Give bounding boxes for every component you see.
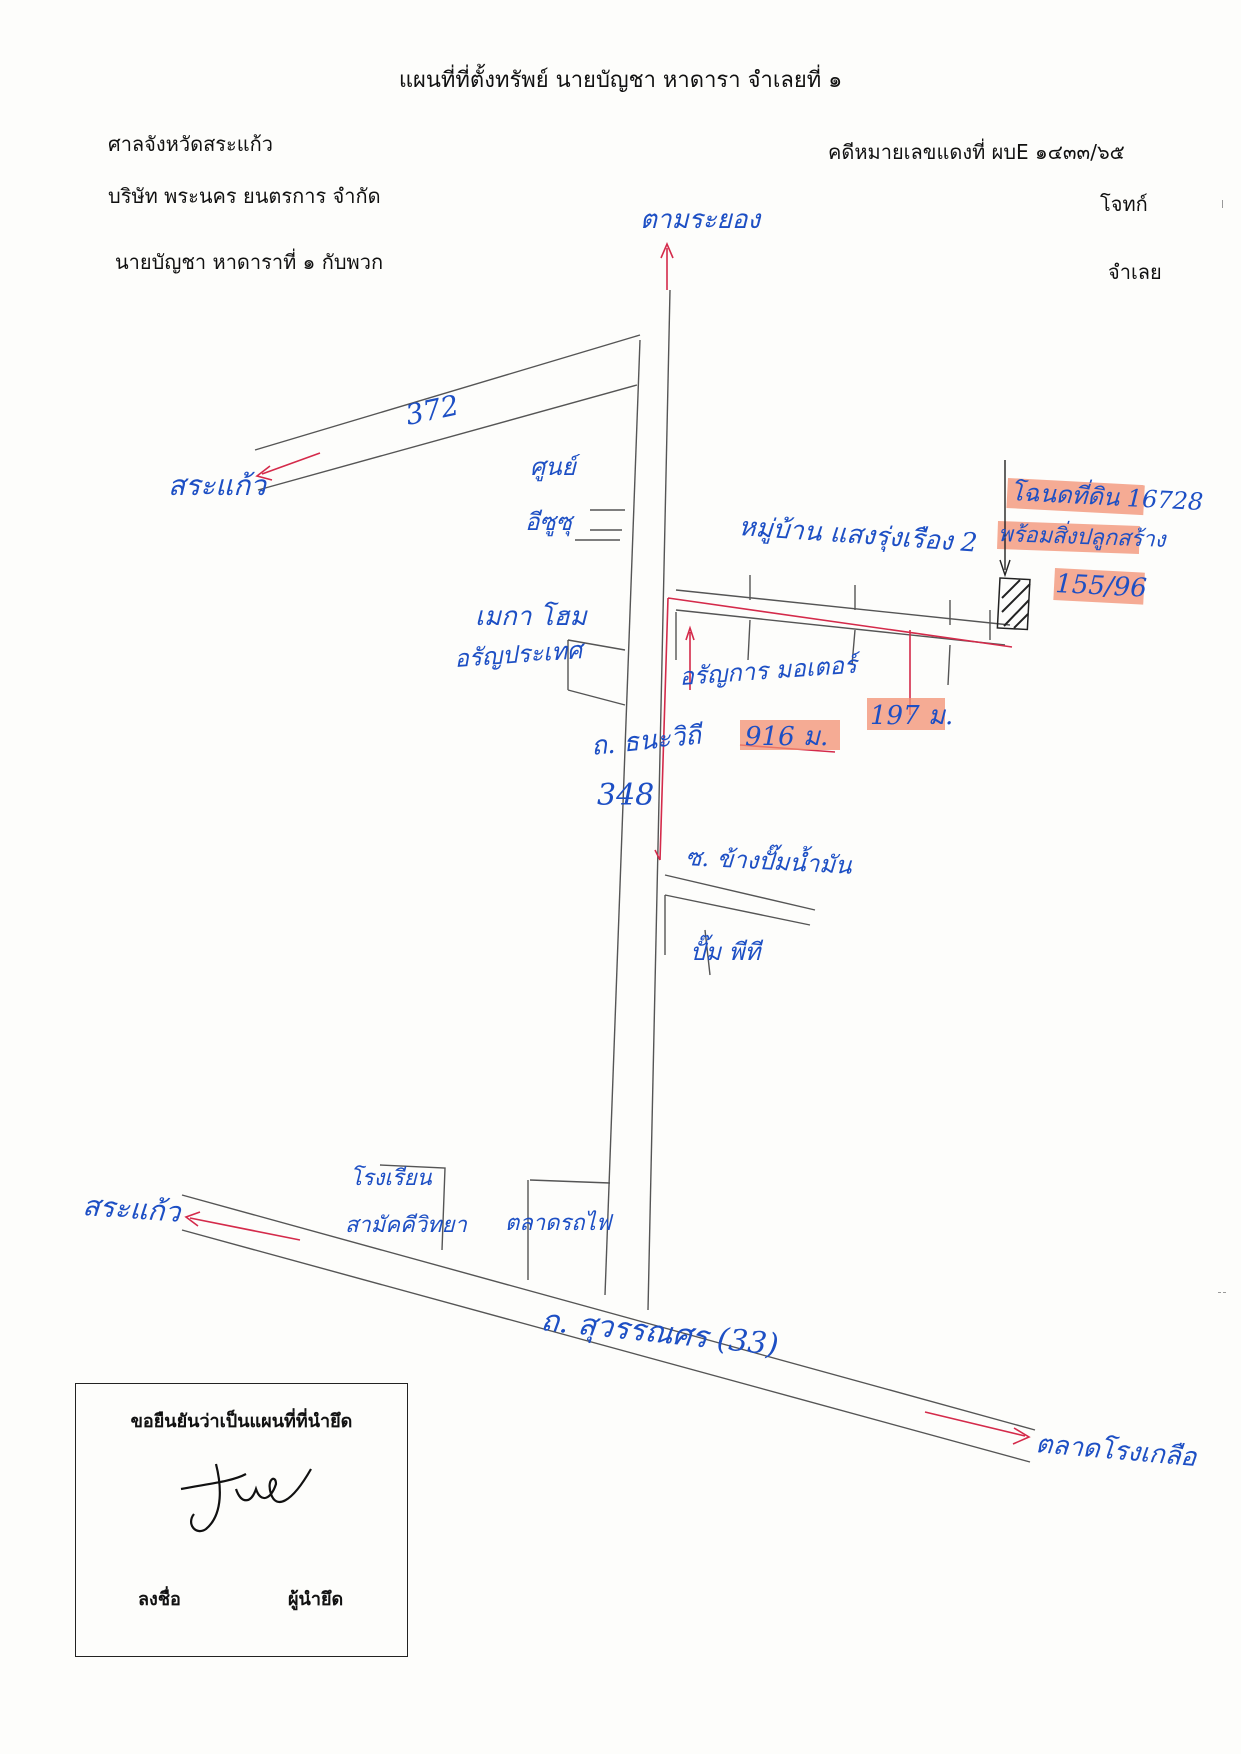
label-health-center-2: อีซูซุ — [525, 508, 575, 537]
label-road-372: 372 — [403, 388, 462, 431]
label-house: พร้อมสิ่งปลูกสร้าง — [998, 518, 1168, 553]
road-372-top-edge — [254, 334, 641, 451]
road-348-left-edge — [604, 339, 641, 1296]
health-center-outline — [575, 509, 625, 541]
highlight-house-no — [1053, 568, 1145, 605]
document-title: แผนที่ที่ตั้งทรัพย์ นายบัญชา หาดารา จำเล… — [398, 68, 843, 93]
arrow-to-rayong — [660, 241, 674, 290]
village-road-top — [675, 589, 1011, 626]
school-outline — [379, 1164, 446, 1251]
highlight-house — [997, 521, 1140, 554]
case-number: คดีหมายเลขแดงที่ ผบE ๑๔๓๓/๖๕ — [828, 140, 1125, 164]
label-to-sakaeo-bottom: สระแก้ว — [82, 1189, 184, 1229]
label-shop-2: อรัญประเทศ — [453, 636, 586, 673]
plaintiff-name: บริษัท พระนคร ยนตรการ จำกัด — [108, 184, 381, 208]
label-gas-station: ปั๊ม พีที — [690, 934, 763, 966]
soi-outline — [664, 874, 816, 976]
market-outline — [527, 1179, 611, 1280]
confirmation-box: ขอยืนยันว่าเป็นแผนที่ที่นำยึด ลงชื่อ ผู้… — [75, 1383, 408, 1657]
arrow-to-sakaeo-bottom — [184, 1211, 301, 1241]
label-road-348: 348 — [597, 778, 654, 813]
label-road-thanawithi: ถ. ธนะวิถี — [590, 720, 707, 762]
highlight-916 — [740, 720, 840, 750]
label-village: หมู่บ้าน แสงรุ่งเรือง 2 — [738, 512, 979, 559]
highlight-197 — [867, 698, 945, 730]
label-health-center-1: ศูนย์ — [530, 453, 581, 482]
label-dealer: อรัญการ มอเตอร์ — [678, 650, 862, 691]
highlight-deed — [1006, 478, 1145, 516]
defendant-name: นายบัญชา หาดาราที่ ๑ กับพวก — [115, 250, 384, 274]
label-shop-1: เมกา โฮม — [475, 601, 588, 632]
road-348-right-edge — [647, 289, 671, 1311]
label-deed: โฉนดที่ดิน 16728 — [1010, 475, 1204, 516]
road-372-bottom-edge — [257, 384, 638, 491]
label-dist-916: 916 ม. — [745, 722, 828, 752]
plaintiff-role: โจทก์ — [1100, 192, 1148, 216]
label-dist-197: 197 ม. — [870, 701, 953, 731]
label-road-suwannason: ถ. สุวรรณศร (33) — [539, 1303, 780, 1363]
arrow-to-rongkluea — [924, 1411, 1031, 1445]
label-to-rayong: ตามระยอง — [640, 205, 762, 235]
label-to-sakaeo-top: สระแก้ว — [168, 469, 268, 502]
mega-home-outline — [567, 639, 626, 706]
north-pointer — [999, 460, 1011, 578]
label-soi: ซ. ข้างปั๊มน้ำมัน — [685, 839, 853, 880]
property-hatch — [1001, 579, 1031, 629]
village-road-edge — [675, 575, 991, 686]
property-marker — [996, 577, 1031, 631]
confirmation-text: ขอยืนยันว่าเป็นแผนที่ที่นำยึด — [130, 1411, 353, 1432]
court-name: ศาลจังหวัดสระแก้ว — [108, 132, 273, 156]
defendant-role: จำเลย — [1108, 260, 1162, 284]
road-33-top-edge — [181, 1194, 1036, 1431]
label-house-no: 155/96 — [1055, 569, 1148, 604]
label-market: ตลาดรถไฟ — [505, 1210, 614, 1236]
signature-image — [180, 1463, 312, 1533]
road-33-bottom-edge — [181, 1229, 1031, 1463]
arrow-to-sakaeo-top — [255, 452, 321, 481]
label-to-rongkluea: ตลาดโรงเกลือ — [1034, 1428, 1199, 1473]
village-road-bottom — [675, 609, 1006, 646]
signature-label: ลงชื่อ — [138, 1589, 181, 1610]
route-distance-lines — [654, 597, 1013, 861]
label-school-1: โรงเรียน — [350, 1165, 433, 1191]
label-school-2: สามัคคีวิทยา — [345, 1213, 467, 1238]
seizer-label: ผู้นำยึด — [288, 1589, 344, 1610]
scan-mark — [1222, 200, 1229, 208]
scan-mark — [1218, 1292, 1226, 1299]
